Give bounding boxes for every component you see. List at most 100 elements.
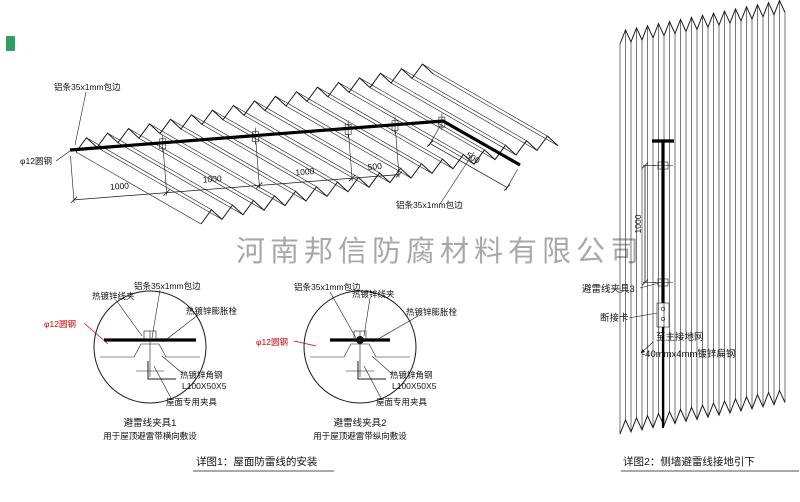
roof-rib: [380, 73, 506, 146]
roof-rib: [201, 124, 328, 197]
figure2-caption: 详图2：侧墙避雷线接地引下: [623, 455, 755, 468]
roof-rib: [233, 105, 359, 178]
roof-rib: [411, 78, 538, 151]
dimension-chain: [70, 130, 403, 204]
roof-rib: [369, 87, 496, 160]
leader-line: [115, 299, 143, 337]
roof-rib: [401, 68, 527, 141]
leader-line-red: [293, 340, 317, 347]
roof-rib: [359, 77, 485, 151]
lightning-wire: [69, 119, 521, 167]
d1-label-round: φ12圆钢: [44, 319, 76, 329]
label-to-main-grid: 至主接地网: [656, 331, 704, 343]
figure1-caption: 详图1：屋面防雷线的安装: [196, 455, 318, 468]
wall-bottom-edge: [619, 389, 786, 435]
leader-line-red: [83, 322, 109, 345]
leader-line: [162, 314, 199, 343]
roof-rib: [138, 137, 265, 211]
angle-steel: [357, 361, 386, 380]
roof-rib: [159, 133, 286, 206]
d2-label-bolt: 热镀锌膨胀栓: [406, 307, 458, 317]
roof-rib: [191, 114, 317, 187]
leader-line: [639, 282, 660, 289]
leader-line: [363, 297, 371, 337]
d1-label-angle2: L100X50X5: [182, 381, 227, 391]
detail-boundary: [93, 290, 207, 404]
d2-label-angle1: 热镀锌角钢: [390, 370, 433, 380]
dim-1000-3: 1000: [295, 166, 315, 177]
roof-rib: [264, 110, 391, 183]
roof-rib: [86, 137, 212, 210]
d1-label-bolt: 热镀锌膨胀栓: [186, 306, 238, 316]
leader-line: [371, 355, 393, 375]
label-clamp3: 避雷线夹具3: [582, 283, 635, 295]
leader-line: [372, 315, 419, 343]
d1-title: 避雷线夹具1: [124, 417, 177, 429]
dim-tick: [426, 140, 434, 147]
roof-rib: [390, 82, 517, 156]
roof-rib: [327, 96, 454, 170]
dim-500-slope: 500: [464, 150, 482, 166]
label-flat-steel: -40mmx4mm镀锌扁钢: [642, 348, 735, 360]
d2-label-angle2: L100X50X5: [392, 381, 437, 391]
detail-boundary: [303, 290, 417, 404]
green-marker: [6, 36, 15, 51]
leader-line: [153, 365, 173, 401]
leader-line: [439, 151, 475, 205]
label-round-steel: φ12圆钢: [20, 156, 52, 166]
roof-rib: [149, 123, 275, 197]
roof-rib: [275, 96, 401, 169]
dim-line: [429, 143, 508, 188]
ext-line: [162, 148, 168, 196]
roof-rib: [243, 114, 370, 188]
dim-tick: [503, 184, 511, 191]
ext-line: [348, 134, 353, 182]
d1-label-fixture: 屋面专用夹具: [166, 397, 218, 407]
dim-1000-wall: 1000: [633, 214, 643, 233]
leader-line: [151, 289, 161, 339]
leader-line: [161, 355, 183, 374]
label-disconnect: 断接卡: [600, 312, 629, 324]
roof-rib: [75, 151, 202, 225]
d2-label-clamp: 热镀锌线夹: [352, 289, 395, 299]
d2-label-round: φ12圆钢: [256, 337, 288, 347]
label-alu-strip-right: 铝条35x1mm包边: [396, 200, 463, 210]
dim-tick: [641, 279, 649, 286]
roof-rib: [348, 91, 475, 165]
roof-wire-clamps: [159, 113, 446, 152]
d2-title: 避雷线夹具2: [334, 417, 387, 429]
detail-circle-2: [303, 290, 417, 404]
dimension-slope: [426, 125, 518, 191]
roof-rib: [254, 100, 380, 174]
roof-rib: [432, 73, 559, 147]
ext-line: [395, 130, 400, 178]
roof-rib: [306, 101, 433, 174]
leader-line: [55, 150, 71, 162]
leader-line: [363, 365, 383, 401]
watermark: 河南邦信防腐材料有限公司: [236, 235, 644, 268]
roof-rib: [96, 147, 223, 220]
roof-rib: [338, 82, 464, 155]
d1-label-alu: 铝条35x1mm包边: [134, 281, 201, 291]
dim-1000-2: 1000: [202, 173, 222, 184]
dim-line: [73, 174, 399, 201]
leader-line: [329, 291, 357, 339]
d2-label-alu: 铝条35x1mm包边: [294, 282, 361, 292]
leader-line: [628, 312, 658, 319]
ext-line: [70, 155, 75, 203]
dim-tick: [641, 162, 649, 169]
detail-circle-1: [93, 290, 207, 404]
roof-rib: [170, 119, 296, 192]
roof-rib: [212, 109, 338, 183]
d2-label-fixture: 屋面专用夹具: [376, 397, 428, 407]
roof-rib: [422, 63, 548, 137]
roof-rib: [128, 128, 254, 201]
to-ground-arrow: [640, 341, 654, 354]
roof-near-edge: [75, 63, 434, 153]
ext-line: [255, 141, 260, 189]
d1-label-clamp: 热镀锌线夹: [92, 291, 135, 301]
roof-rib: [285, 105, 412, 179]
disconnect-bolt: [660, 306, 666, 312]
